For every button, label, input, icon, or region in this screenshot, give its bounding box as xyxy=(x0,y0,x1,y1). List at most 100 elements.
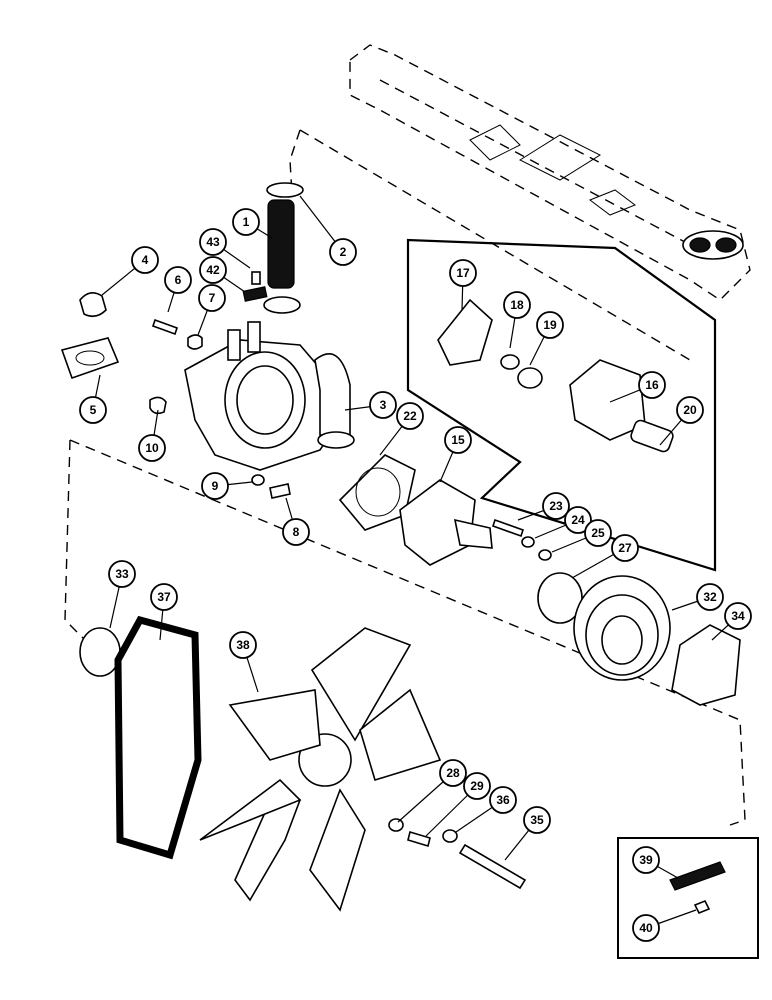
callout-23: 23 xyxy=(542,492,570,520)
callout-7: 7 xyxy=(198,284,226,312)
callout-circle-29 xyxy=(463,772,491,800)
callout-circle-6 xyxy=(164,266,192,294)
callout-3: 3 xyxy=(369,391,397,419)
callout-25: 25 xyxy=(584,519,612,547)
callout-circle-39 xyxy=(632,846,660,874)
callout-10: 10 xyxy=(138,434,166,462)
callout-circle-35 xyxy=(523,806,551,834)
callout-label-23: 23 xyxy=(549,499,563,513)
callout-label-7: 7 xyxy=(209,291,216,305)
fan-fasteners xyxy=(388,818,527,890)
callout-4: 4 xyxy=(131,246,159,274)
callout-circle-5 xyxy=(79,396,107,424)
callout-circle-1 xyxy=(232,208,260,236)
callout-5: 5 xyxy=(79,396,107,424)
callout-circle-27 xyxy=(611,534,639,562)
callout-40: 40 xyxy=(632,914,660,942)
callout-33: 33 xyxy=(108,560,136,588)
pulley-assembly xyxy=(537,572,741,706)
callout-label-3: 3 xyxy=(380,398,387,412)
callout-label-10: 10 xyxy=(145,441,159,455)
cooling-fan-38 xyxy=(199,627,442,912)
callout-2: 2 xyxy=(329,238,357,266)
callout-circle-37 xyxy=(150,583,178,611)
callout-29: 29 xyxy=(463,772,491,800)
callout-label-19: 19 xyxy=(543,318,557,332)
callout-label-20: 20 xyxy=(683,403,697,417)
callout-label-28: 28 xyxy=(446,766,460,780)
callout-label-24: 24 xyxy=(571,513,585,527)
callout-circle-25 xyxy=(584,519,612,547)
bolt-8 xyxy=(269,483,291,499)
callout-9: 9 xyxy=(201,472,229,500)
callout-label-18: 18 xyxy=(510,298,524,312)
callout-label-42: 42 xyxy=(206,263,220,277)
callout-18: 18 xyxy=(503,291,531,319)
alignment-line-diagonal xyxy=(69,439,746,826)
callout-label-36: 36 xyxy=(496,793,510,807)
callout-circle-33 xyxy=(108,560,136,588)
callout-label-6: 6 xyxy=(175,273,182,287)
callout-circle-36 xyxy=(489,786,517,814)
callout-circle-2 xyxy=(329,238,357,266)
callout-circle-38 xyxy=(229,631,257,659)
callout-1: 1 xyxy=(232,208,260,236)
gasket-5 xyxy=(60,337,120,380)
callout-label-27: 27 xyxy=(618,541,632,555)
gasket-22 xyxy=(338,454,416,531)
callout-label-2: 2 xyxy=(340,245,347,259)
callout-label-1: 1 xyxy=(243,215,250,229)
alignment-line-left xyxy=(64,439,86,641)
callout-circle-18 xyxy=(503,291,531,319)
callout-37: 37 xyxy=(150,583,178,611)
callout-label-32: 32 xyxy=(703,590,717,604)
callout-32: 32 xyxy=(696,583,724,611)
callout-label-5: 5 xyxy=(90,403,97,417)
callout-label-40: 40 xyxy=(639,921,653,935)
callout-circle-9 xyxy=(201,472,229,500)
callout-label-29: 29 xyxy=(470,779,484,793)
callout-19: 19 xyxy=(536,311,564,339)
callout-label-39: 39 xyxy=(639,853,653,867)
callout-28: 28 xyxy=(439,759,467,787)
callout-circle-19 xyxy=(536,311,564,339)
callout-label-25: 25 xyxy=(591,526,605,540)
callout-42: 42 xyxy=(199,256,227,284)
callout-27: 27 xyxy=(611,534,639,562)
water-pump-housing xyxy=(184,321,355,471)
callout-20: 20 xyxy=(676,396,704,424)
callout-43: 43 xyxy=(199,228,227,256)
callout-34: 34 xyxy=(724,602,752,630)
callout-label-35: 35 xyxy=(530,813,544,827)
callout-label-16: 16 xyxy=(645,378,659,392)
callout-circle-42 xyxy=(199,256,227,284)
callout-label-8: 8 xyxy=(293,525,300,539)
callout-label-9: 9 xyxy=(212,479,219,493)
fasteners-23-25 xyxy=(491,518,552,561)
hub-33 xyxy=(79,627,121,677)
exhaust-manifold-phantom xyxy=(349,44,751,301)
callout-circle-15 xyxy=(444,426,472,454)
callout-8: 8 xyxy=(282,518,310,546)
callout-label-37: 37 xyxy=(157,590,171,604)
callout-16: 16 xyxy=(638,371,666,399)
impeller-assembly xyxy=(437,298,674,453)
callout-label-34: 34 xyxy=(731,609,745,623)
callout-label-33: 33 xyxy=(115,567,129,581)
callout-circle-34 xyxy=(724,602,752,630)
callout-circle-20 xyxy=(676,396,704,424)
callout-circle-32 xyxy=(696,583,724,611)
callout-label-15: 15 xyxy=(451,433,465,447)
callout-circle-17 xyxy=(449,259,477,287)
callout-circle-22 xyxy=(396,402,424,430)
small-fasteners-top xyxy=(79,271,268,415)
callout-36: 36 xyxy=(489,786,517,814)
bypass-hose xyxy=(263,182,304,314)
callout-label-17: 17 xyxy=(456,266,470,280)
callout-17: 17 xyxy=(449,259,477,287)
callout-circle-24 xyxy=(564,506,592,534)
callout-circle-8 xyxy=(282,518,310,546)
callout-38: 38 xyxy=(229,631,257,659)
callout-circle-40 xyxy=(632,914,660,942)
